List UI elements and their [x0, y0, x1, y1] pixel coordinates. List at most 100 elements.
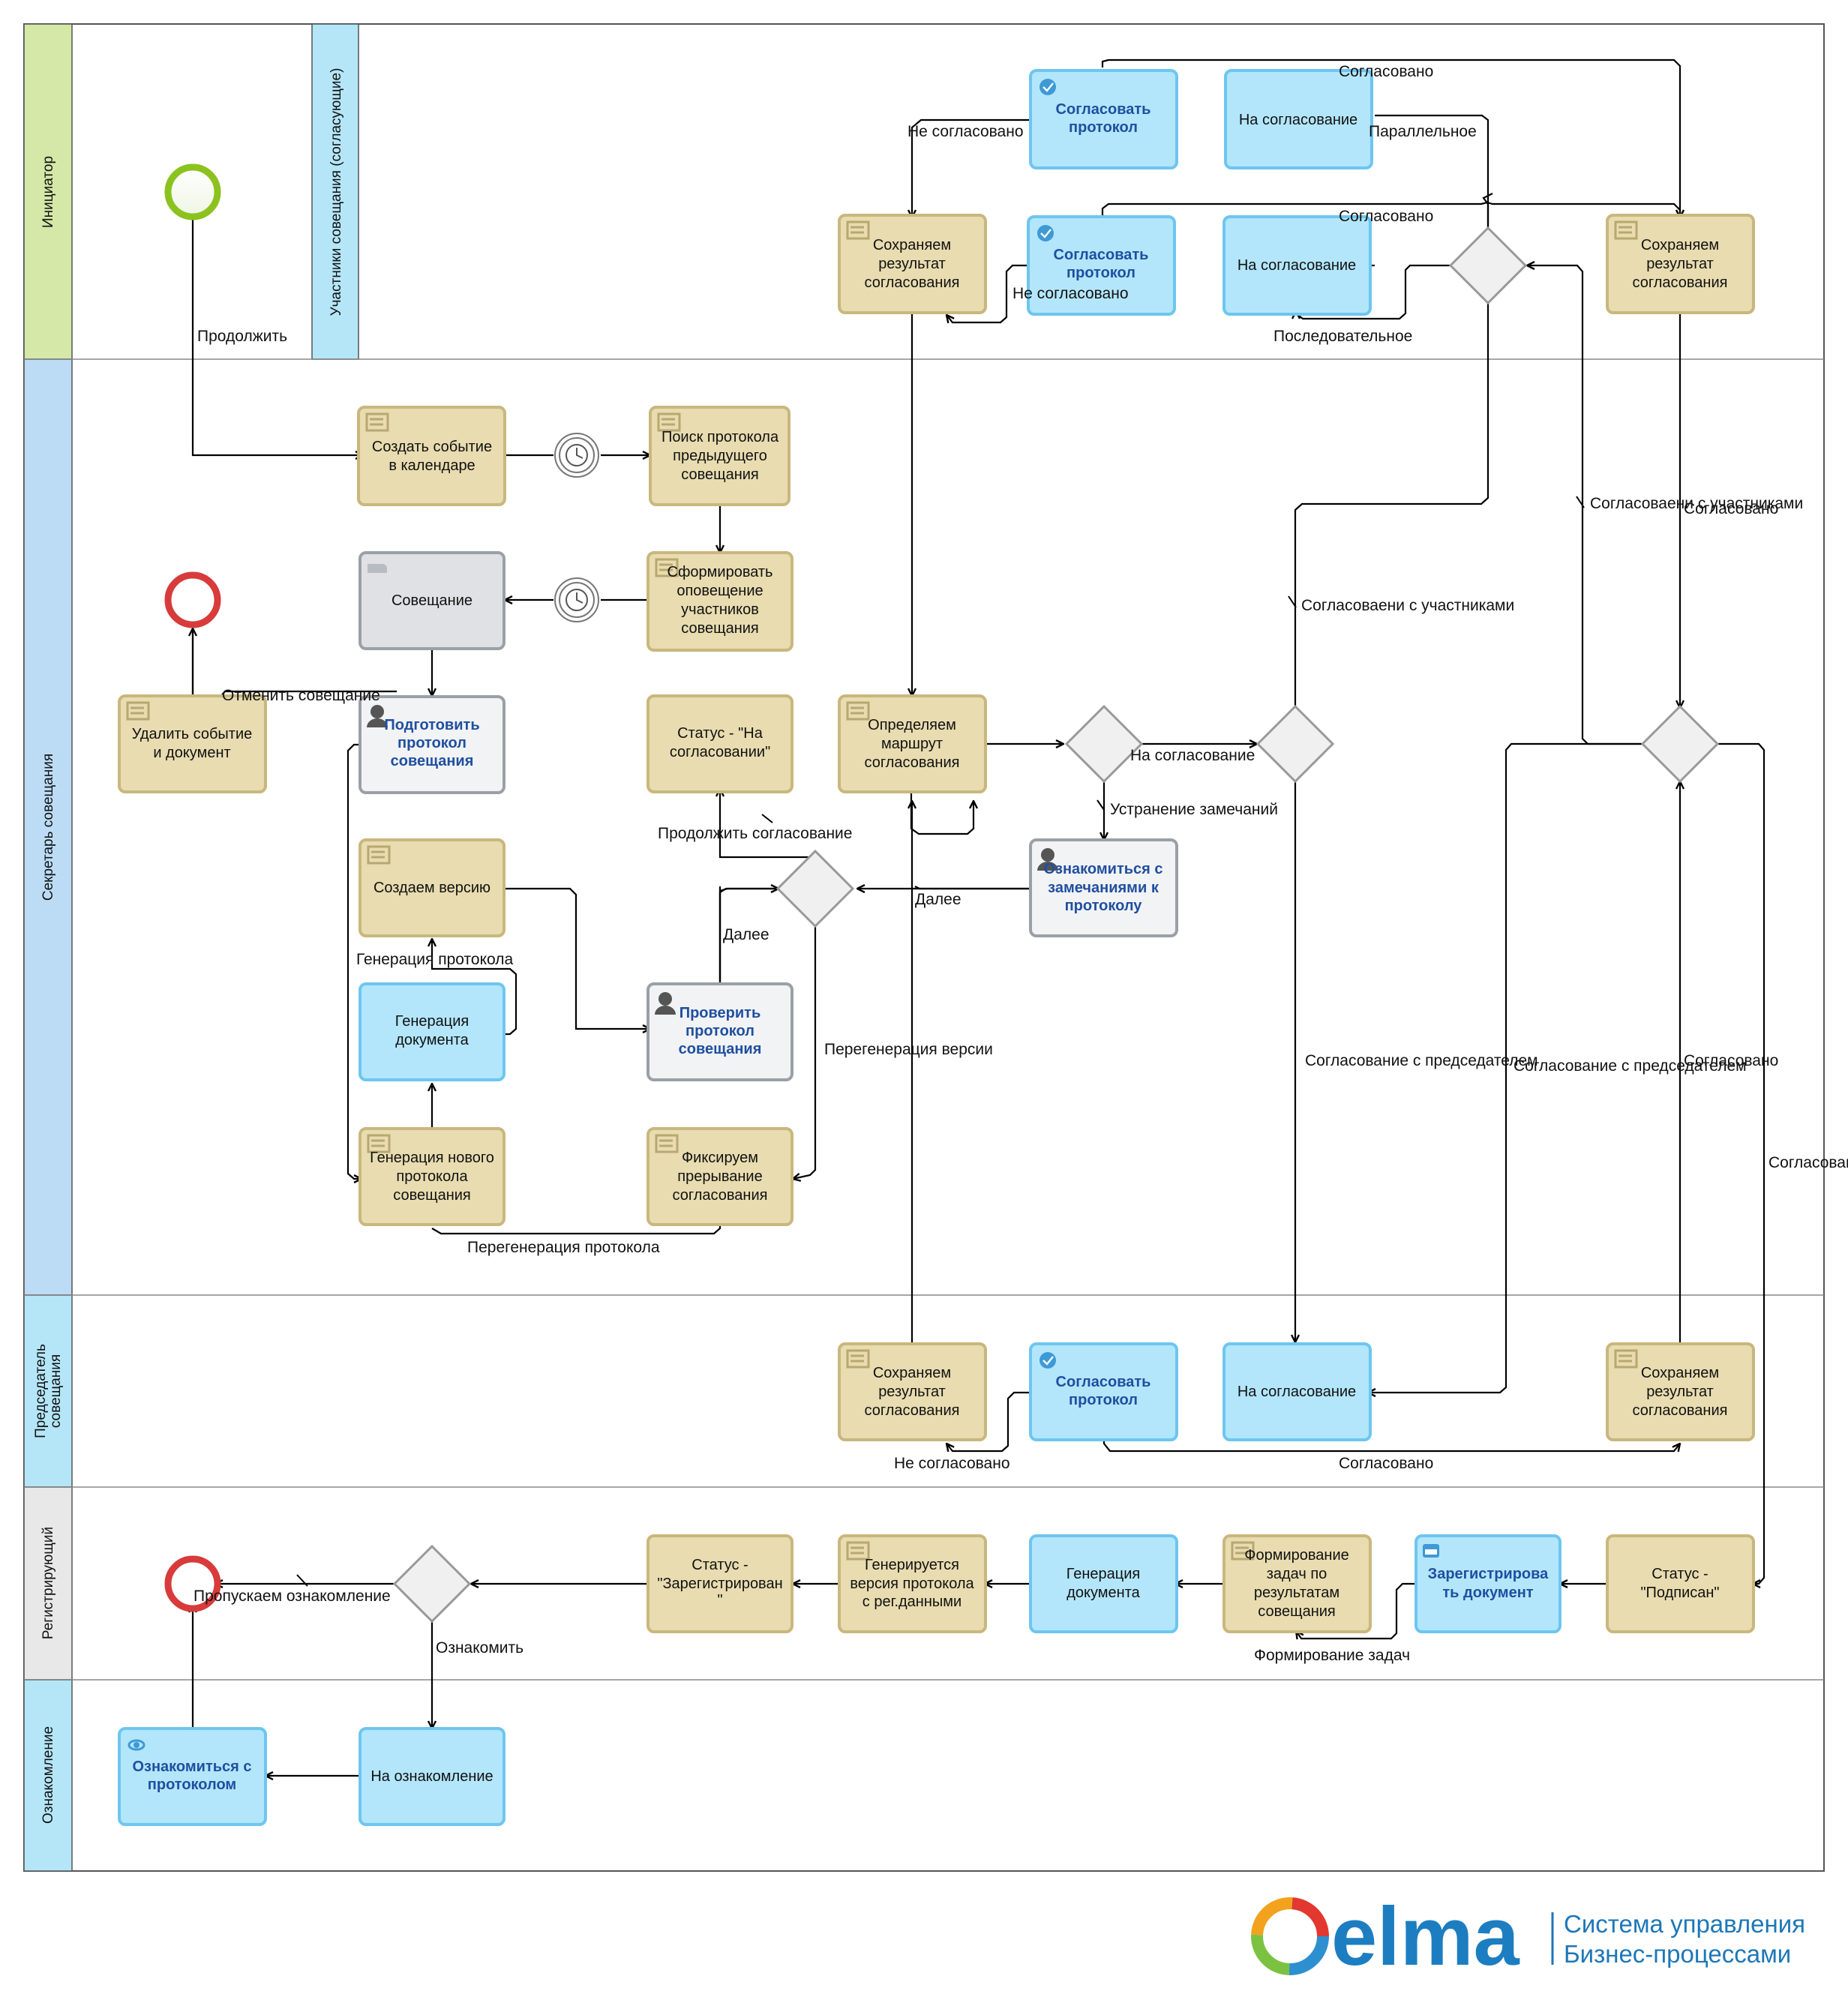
- task-save-result-1[interactable]: Сохраняем результат согласования: [838, 214, 987, 314]
- gateway-approval-type: [1448, 226, 1528, 305]
- script-icon: [657, 412, 681, 432]
- task-save-result-2[interactable]: Сохраняем результат согласования: [1606, 214, 1755, 314]
- flow-label-parallel: Параллельное: [1369, 123, 1477, 140]
- user-icon: [367, 705, 388, 727]
- task-define-route[interactable]: Определяем маршрут согласования: [838, 694, 987, 793]
- task-review-protocol[interactable]: Ознакомиться с протоколом: [118, 1727, 267, 1826]
- task-register-doc[interactable]: Зарегистрирова ть документ: [1414, 1534, 1562, 1633]
- flow-label-for-approval: На согласование: [1130, 747, 1255, 764]
- task-agree-protocol-1[interactable]: Согласовать протокол: [1029, 69, 1178, 169]
- task-on-approval-1[interactable]: На согласование: [1224, 69, 1373, 169]
- svg-text:совещания: совещания: [681, 466, 759, 483]
- svg-text:протокол: протокол: [1066, 265, 1136, 281]
- script-icon: [655, 1134, 679, 1153]
- task-check-protocol[interactable]: Проверить протокол совещания: [646, 982, 794, 1081]
- svg-text:Проверить: Проверить: [680, 1005, 761, 1021]
- flow-label-protocol-generation: Генерация протокола: [356, 951, 513, 968]
- lane-familiarization-header: [23, 1679, 73, 1872]
- svg-text:и документ: и документ: [153, 745, 230, 761]
- task-new-protocol-generation[interactable]: Генерация нового протокола совещания: [358, 1127, 506, 1226]
- task-form-tasks[interactable]: Формирование задач по результатам совеща…: [1222, 1534, 1372, 1633]
- timer-event-2: [554, 577, 599, 622]
- task-save-result-4[interactable]: Сохраняем результат согласования: [1606, 1342, 1755, 1441]
- svg-text:совещания: совещания: [391, 753, 474, 769]
- svg-text:согласования: согласования: [673, 1187, 768, 1204]
- svg-text:На согласование: На согласование: [1238, 1384, 1356, 1400]
- task-on-approval-3[interactable]: На согласование: [1222, 1342, 1372, 1441]
- task-fix-interruption[interactable]: Фиксируем прерывание согласования: [646, 1127, 794, 1226]
- svg-text:протокола: протокола: [396, 1168, 468, 1185]
- calendar-icon: [1423, 1544, 1439, 1558]
- svg-text:Сохраняем: Сохраняем: [873, 1365, 951, 1381]
- script-icon: [1614, 1349, 1638, 1369]
- script-icon: [846, 1349, 870, 1369]
- task-doc-generation-1[interactable]: Генерация документа: [358, 982, 506, 1081]
- lane-label-registrar: Регистрирующий: [40, 1527, 56, 1639]
- script-icon: [1614, 220, 1638, 240]
- svg-text:Статус -: Статус -: [1652, 1566, 1708, 1582]
- task-doc-generation-2[interactable]: Генерация документа: [1029, 1534, 1178, 1633]
- gateway-result: [1640, 704, 1720, 784]
- svg-text:Подготовить: Подготовить: [384, 717, 479, 733]
- flow-label-participants-2: Согласоваени с участниками: [1301, 597, 1514, 614]
- start-event: [164, 163, 221, 220]
- svg-text:оповещение: оповещение: [676, 583, 763, 599]
- task-prepare-protocol[interactable]: Подготовить протокол совещания: [358, 695, 506, 794]
- svg-text:Генерация нового: Генерация нового: [370, 1150, 494, 1166]
- gateway-route-2: [1256, 704, 1335, 784]
- svg-text:согласования: согласования: [865, 1402, 960, 1419]
- logo-line-1: Система управления: [1564, 1910, 1805, 1938]
- svg-text:результатам: результатам: [1254, 1585, 1340, 1601]
- task-meeting[interactable]: Совещание: [358, 551, 506, 650]
- svg-text:Сохраняем: Сохраняем: [873, 237, 951, 253]
- lane-label-participants: Участники совещания (согласующие): [328, 68, 344, 316]
- svg-text:Генерация: Генерация: [395, 1013, 470, 1030]
- task-agree-protocol-3[interactable]: Согласовать протокол: [1029, 1342, 1178, 1441]
- flow-label-sequential: Последовательное: [1274, 328, 1412, 345]
- svg-text:Согласовать: Согласовать: [1054, 247, 1149, 263]
- check-circle-icon: [1037, 225, 1054, 241]
- task-generate-version[interactable]: Генерируется версия протокола с рег.данн…: [838, 1534, 987, 1633]
- task-on-approval-2[interactable]: На согласование: [1222, 215, 1372, 316]
- task-agree-protocol-2[interactable]: Согласовать протокол: [1027, 215, 1176, 316]
- task-review-remarks[interactable]: Ознакомиться с замечаниями к протоколу: [1029, 838, 1178, 937]
- flow-label-continue: Продолжить: [197, 328, 287, 345]
- svg-text:совещания: совещания: [393, 1187, 471, 1204]
- lane-registrar-header: [23, 1486, 73, 1681]
- flow-label-agreed-2: Согласовано: [1339, 208, 1433, 225]
- task-form-notice[interactable]: Сформировать оповещение участников совещ…: [646, 551, 794, 652]
- task-save-result-3[interactable]: Сохраняем результат согласования: [838, 1342, 987, 1441]
- flow-label-familiarize: Ознакомить: [436, 1639, 524, 1657]
- task-status-registered[interactable]: Статус - "Зарегистрирован ": [646, 1534, 794, 1633]
- svg-text:На согласование: На согласование: [1239, 112, 1358, 128]
- elma-logo: elma Система управления Бизнес-процессам…: [1251, 1891, 1805, 1983]
- task-to-familiarization[interactable]: На ознакомление: [358, 1727, 506, 1826]
- svg-text:Согласовать: Согласовать: [1056, 101, 1151, 118]
- svg-text:": ": [717, 1592, 722, 1609]
- logo-line-2: Бизнес-процессами: [1564, 1940, 1791, 1968]
- flow-label-agreed-3: Согласовано: [1684, 500, 1778, 517]
- script-icon: [655, 558, 679, 577]
- task-status-signed[interactable]: Статус - "Подписан": [1606, 1534, 1755, 1633]
- task-status-on-approval[interactable]: Статус - "На согласовании": [646, 694, 794, 793]
- svg-text:Сформировать: Сформировать: [668, 564, 773, 580]
- svg-text:Совещание: Совещание: [392, 592, 472, 609]
- task-delete-event[interactable]: Удалить событие и документ: [118, 694, 267, 793]
- flow-label-fix-remarks: Устранение замечаний: [1110, 801, 1278, 818]
- flow-label-version-regeneration: Перегенерация версии: [824, 1041, 993, 1058]
- svg-text:совещания: совещания: [681, 620, 759, 637]
- svg-text:документа: документа: [1066, 1585, 1140, 1601]
- svg-text:"Зарегистрирован: "Зарегистрирован: [657, 1576, 782, 1592]
- svg-text:замечаниями к: замечаниями к: [1048, 880, 1160, 896]
- check-circle-icon: [1040, 1352, 1056, 1369]
- flow-label-agreed-5: Согласовано: [1768, 1154, 1848, 1171]
- task-create-event[interactable]: Создать событие в календаре: [357, 406, 506, 506]
- task-create-version[interactable]: Создаем версию: [358, 838, 506, 937]
- svg-text:маршрут: маршрут: [881, 736, 943, 752]
- end-event-secretary: [164, 571, 221, 628]
- flow-label-chairman-1: Согласование с председателем: [1305, 1052, 1538, 1069]
- flow-ticks: [296, 496, 1585, 1587]
- script-icon: [846, 1541, 870, 1561]
- svg-text:Поиск протокола: Поиск протокола: [662, 429, 779, 445]
- task-search-protocol[interactable]: Поиск протокола предыдущего совещания: [649, 406, 790, 506]
